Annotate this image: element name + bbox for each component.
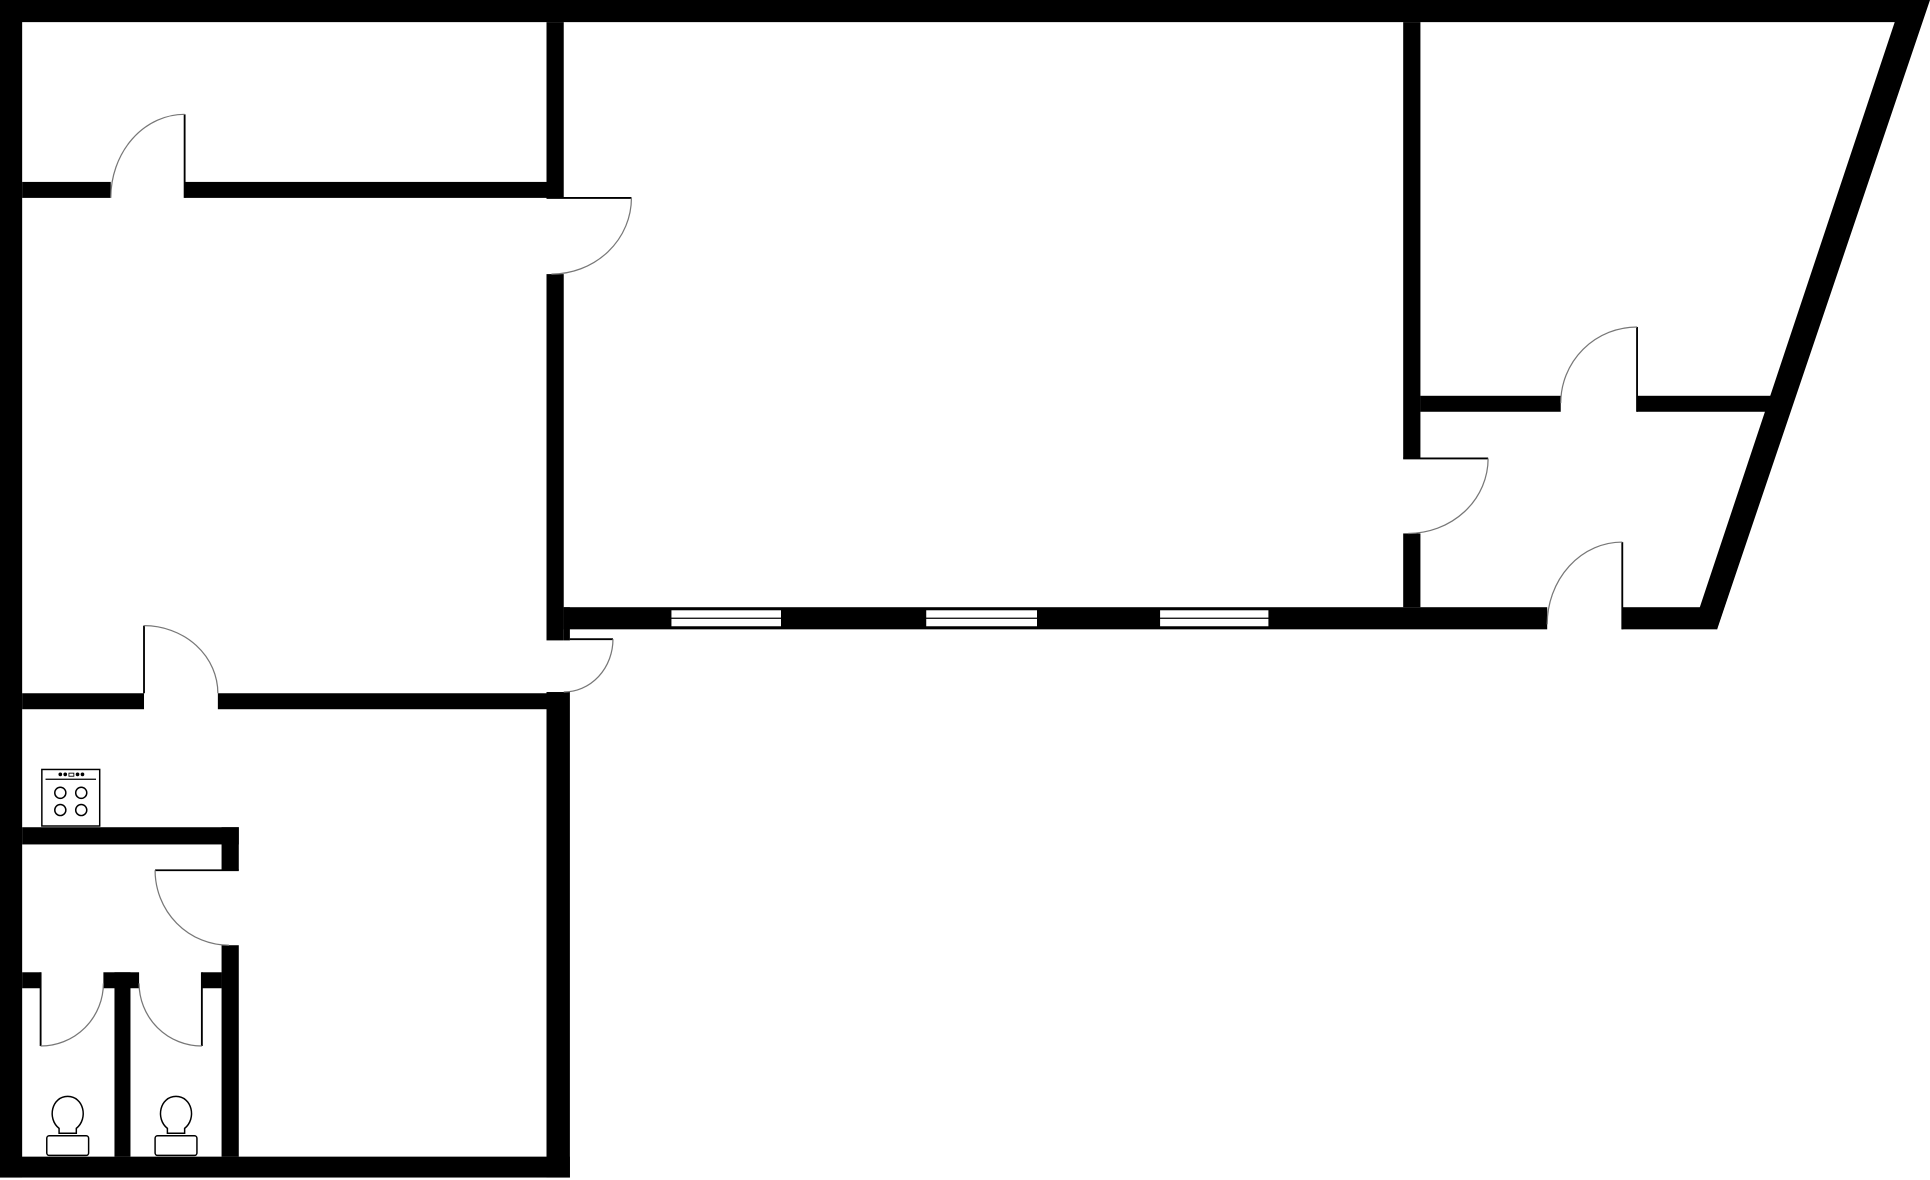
wall bbox=[22, 827, 239, 845]
doors bbox=[39, 113, 1638, 1047]
door bbox=[110, 113, 186, 198]
door bbox=[563, 638, 614, 693]
wall bbox=[546, 692, 570, 1178]
wall-south bbox=[1622, 607, 1718, 630]
window bbox=[1158, 609, 1270, 628]
wall bbox=[184, 181, 547, 198]
wall bbox=[22, 693, 145, 710]
door bbox=[143, 625, 219, 694]
door bbox=[39, 972, 105, 1047]
wall bbox=[1420, 395, 1561, 412]
wall bbox=[217, 693, 551, 710]
wall bbox=[1637, 395, 1775, 412]
wall bbox=[221, 945, 239, 1157]
wall bbox=[221, 827, 239, 871]
door bbox=[154, 869, 239, 946]
wall bbox=[22, 181, 111, 198]
wall bbox=[1403, 22, 1421, 459]
wall-top bbox=[0, 0, 1921, 23]
wall bbox=[22, 972, 41, 989]
wall-bottom bbox=[0, 1156, 570, 1178]
toilet-icon bbox=[46, 1095, 90, 1157]
wall bbox=[1403, 533, 1421, 608]
door bbox=[1560, 326, 1638, 412]
door bbox=[138, 972, 203, 1047]
wall bbox=[546, 274, 564, 641]
wall bbox=[201, 972, 222, 989]
door bbox=[546, 196, 633, 275]
window bbox=[924, 609, 1039, 628]
door bbox=[1403, 457, 1489, 535]
stove-icon bbox=[41, 768, 101, 827]
wall-slanted-right-inner bbox=[1698, 12, 1923, 630]
toilet-icon bbox=[154, 1095, 198, 1157]
wall bbox=[114, 972, 131, 1157]
wall-left bbox=[0, 0, 23, 1178]
window bbox=[670, 609, 783, 628]
door bbox=[1546, 541, 1624, 630]
wall bbox=[546, 22, 564, 198]
wall-south bbox=[563, 607, 1548, 630]
windows bbox=[670, 609, 1270, 628]
wall bbox=[563, 607, 570, 641]
